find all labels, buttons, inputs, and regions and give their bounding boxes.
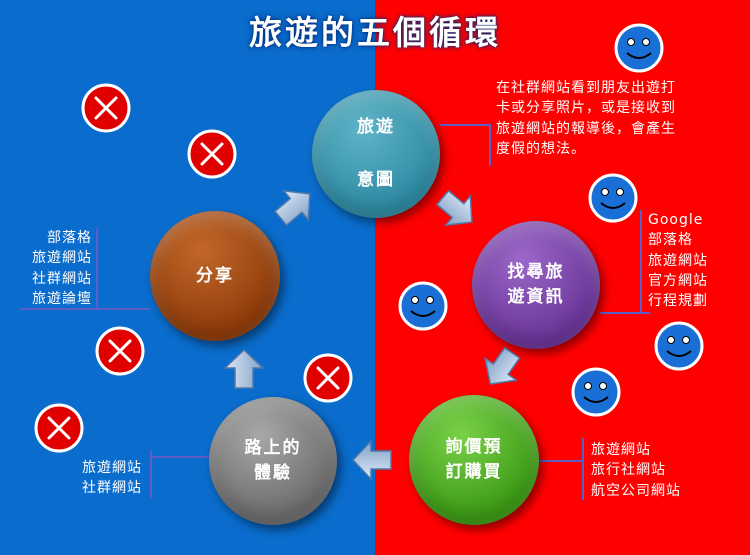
note-booking-line: 航空公司網站 bbox=[591, 482, 681, 499]
node-search-info-line1: 找尋旅 bbox=[507, 262, 565, 283]
connector-booking bbox=[539, 460, 583, 462]
arrow-experience-to-share-icon bbox=[223, 348, 265, 389]
note-booking-line: 旅遊網站 bbox=[591, 442, 651, 458]
node-search-info-line2: 遊資訊 bbox=[507, 287, 565, 307]
note-share-line: 旅遊網站 bbox=[32, 250, 92, 267]
note-search-line: 官方網站 bbox=[648, 272, 708, 289]
note-share-line: 部落格 bbox=[47, 230, 92, 246]
connector-intent-vertical bbox=[489, 124, 491, 166]
cross-mark-icon bbox=[95, 326, 145, 376]
note-search-line: 行程規劃 bbox=[648, 293, 708, 310]
note-search: Google 部落格 旅遊網站 官方網站 行程規劃 bbox=[648, 210, 708, 311]
note-intent-line: 旅遊網站的報導後，會產生 bbox=[496, 120, 676, 137]
note-intent-line: 度假的想法。 bbox=[496, 140, 586, 157]
node-travel-intent: 旅遊 意圖 bbox=[312, 90, 440, 218]
node-booking-line1: 詢價預 bbox=[445, 437, 503, 458]
connector-experience bbox=[150, 456, 209, 458]
connector-share-vertical bbox=[96, 228, 98, 310]
node-road-experience-line2: 體驗 bbox=[254, 463, 292, 483]
note-search-line: 部落格 bbox=[648, 232, 693, 249]
note-experience-line: 旅遊網站 bbox=[82, 460, 142, 476]
arrow-intent-to-search-icon bbox=[435, 189, 473, 227]
connector-share bbox=[20, 308, 150, 310]
node-road-experience: 路上的 體驗 bbox=[209, 397, 337, 525]
connector-booking-vertical bbox=[582, 438, 584, 500]
note-intent-line: 在社群網站看到朋友出遊打 bbox=[496, 80, 676, 96]
smiley-face-icon bbox=[571, 367, 621, 417]
smiley-face-icon bbox=[614, 23, 664, 73]
note-share-line: 社群網站 bbox=[32, 270, 92, 287]
node-travel-intent-line2: 意圖 bbox=[357, 170, 395, 190]
note-share-line: 旅遊論壇 bbox=[32, 290, 92, 307]
connector-experience-vertical bbox=[150, 450, 152, 498]
arrow-booking-to-experience-icon bbox=[351, 439, 392, 481]
node-search-info: 找尋旅 遊資訊 bbox=[472, 221, 600, 349]
smiley-face-icon bbox=[654, 321, 704, 371]
node-share: 分享 bbox=[150, 211, 280, 341]
cross-mark-icon bbox=[187, 129, 237, 179]
note-search-line: 旅遊網站 bbox=[648, 252, 708, 269]
diagram-title: 旅遊的五個循環 bbox=[249, 13, 501, 52]
note-intent-line: 卡或分享照片，或是接收到 bbox=[496, 100, 676, 117]
node-share-line1: 分享 bbox=[196, 265, 234, 286]
smiley-face-icon bbox=[398, 281, 448, 331]
connector-search bbox=[600, 312, 650, 314]
connector-intent bbox=[440, 124, 490, 126]
cross-mark-icon bbox=[303, 353, 353, 403]
note-search-line: Google bbox=[648, 212, 704, 228]
note-booking-line: 旅行社網站 bbox=[591, 462, 666, 479]
note-booking: 旅遊網站 旅行社網站 航空公司網站 bbox=[591, 440, 681, 501]
note-experience-line: 社群網站 bbox=[82, 480, 142, 497]
node-booking-line2: 訂購買 bbox=[445, 462, 503, 482]
smiley-face-icon bbox=[588, 173, 638, 223]
node-road-experience-line1: 路上的 bbox=[244, 438, 302, 459]
cross-mark-icon bbox=[81, 83, 131, 133]
cross-mark-icon bbox=[34, 403, 84, 453]
connector-search-vertical bbox=[640, 210, 642, 314]
node-travel-intent-line1: 旅遊 bbox=[357, 117, 395, 138]
note-share: 部落格 旅遊網站 社群網站 旅遊論壇 bbox=[24, 228, 92, 309]
node-booking: 詢價預 訂購買 bbox=[409, 395, 539, 525]
arrow-share-to-intent-icon bbox=[273, 189, 311, 227]
note-intent: 在社群網站看到朋友出遊打 卡或分享照片，或是接收到 旅遊網站的報導後，會產生 度… bbox=[496, 78, 676, 159]
arrow-search-to-booking-icon bbox=[484, 346, 521, 385]
note-experience: 旅遊網站 社群網站 bbox=[82, 458, 142, 499]
